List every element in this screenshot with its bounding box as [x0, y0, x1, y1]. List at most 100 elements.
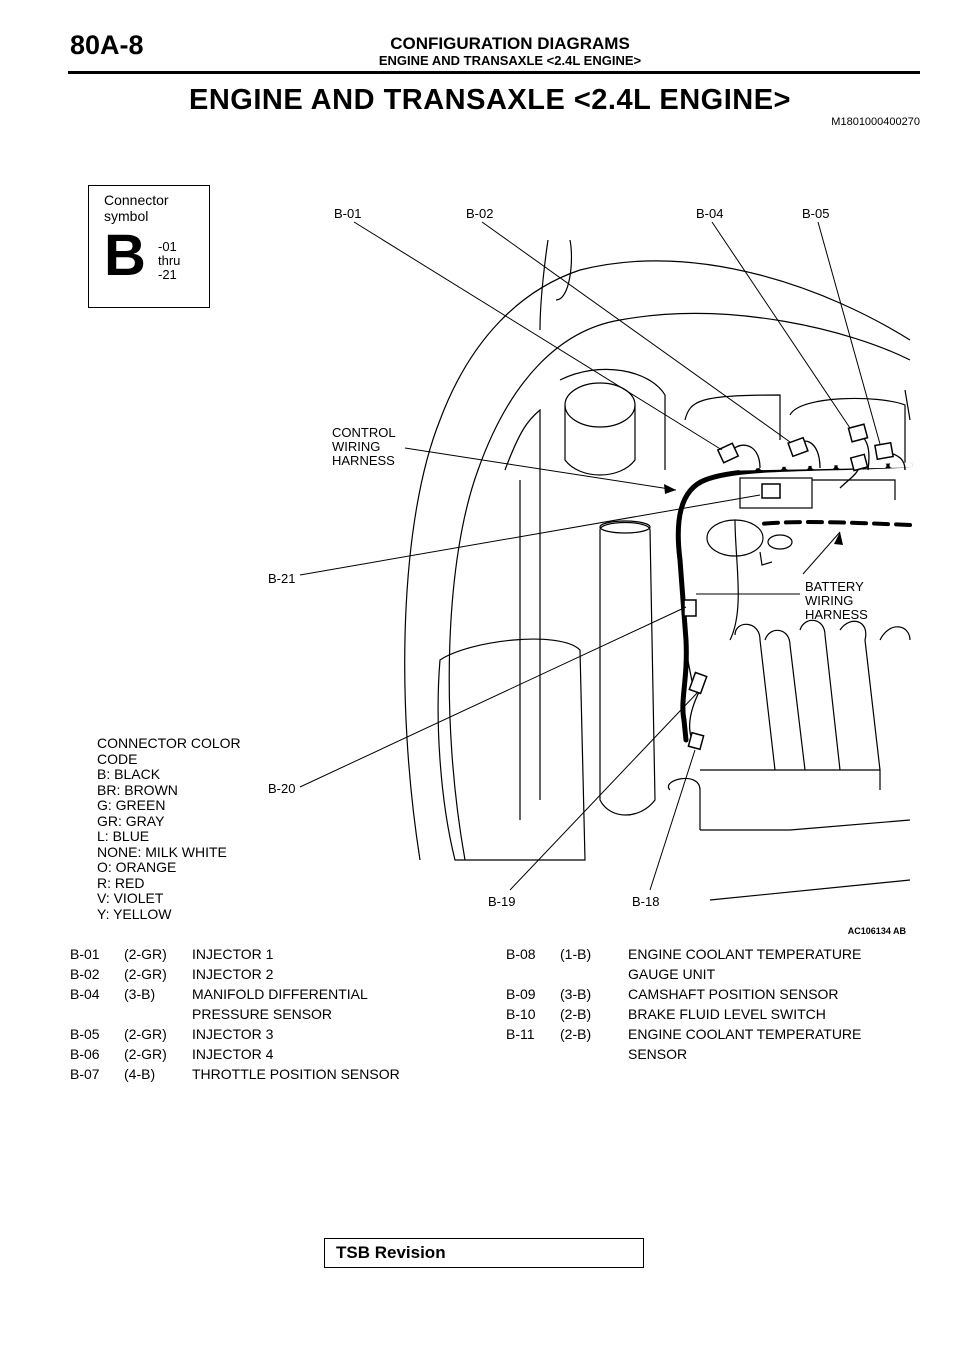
battery-wiring-harness	[758, 520, 912, 527]
connector-name: MANIFOLD DIFFERENTIAL	[192, 986, 368, 1002]
connector-name: INJECTOR 2	[192, 966, 274, 982]
control-wiring-harness	[675, 462, 913, 743]
connector-type: (2-GR)	[124, 1046, 167, 1062]
connector-id: B-01	[70, 946, 100, 962]
arrowhead-control-harness	[664, 484, 676, 494]
connector-id: B-08	[506, 946, 536, 962]
connector-id: B-06	[70, 1046, 100, 1062]
section-title: CONFIGURATION DIAGRAMS	[390, 34, 630, 53]
connector-id: B-04	[70, 986, 100, 1002]
connector-symbol-letter: B	[104, 223, 146, 288]
connector-table-left: B-01 (2-GR) INJECTOR 1 B-02 (2-GR) INJEC…	[70, 946, 470, 1086]
connector-name: PRESSURE SENSOR	[192, 1006, 333, 1022]
connector-symbol-title: Connector symbol	[104, 192, 169, 224]
connector-b06-shape	[849, 453, 869, 472]
connector-name: ENGINE COOLANT TEMPERATURE	[628, 946, 862, 962]
header-rule	[68, 71, 920, 74]
connector-symbol-range: -01 thru -21	[158, 240, 180, 282]
connector-type: (2-B)	[560, 1006, 592, 1022]
connector-name: INJECTOR 3	[192, 1026, 274, 1042]
legend-line: L: BLUE	[97, 828, 150, 844]
leader-b05	[817, 221, 881, 445]
range-line: -21	[158, 267, 177, 282]
callout-b01: B-01	[334, 206, 361, 221]
connector-name: INJECTOR 4	[192, 1046, 274, 1062]
control-harness-line-3: HARNESS	[332, 453, 395, 468]
connector-b18-shape	[687, 731, 705, 751]
legend-line: NONE: MILK WHITE	[97, 843, 227, 860]
connector-b01-shape	[716, 442, 740, 464]
callout-b04: B-04	[696, 206, 723, 221]
document-code: M1801000400270	[831, 116, 920, 128]
tsb-revision-box	[324, 1238, 644, 1268]
connector-b20-shape	[683, 599, 697, 617]
leader-control-harness	[404, 447, 677, 491]
arrowheads	[664, 484, 843, 545]
connector-name: ENGINE COOLANT TEMPERATURE	[628, 1026, 862, 1042]
connector-symbol-box	[88, 185, 210, 308]
connector-type: (2-GR)	[124, 966, 167, 982]
connector-color-legend: CONNECTOR COLOR CODE B: BLACK BR: BROWN …	[97, 735, 297, 922]
section-subtitle: ENGINE AND TRANSAXLE <2.4L ENGINE>	[378, 53, 642, 68]
battery-harness-line-2: WIRING	[805, 593, 853, 608]
connector-id: B-09	[506, 986, 536, 1002]
callout-b21: B-21	[268, 571, 295, 586]
legend-line: O: ORANGE	[97, 859, 177, 875]
main-title: ENGINE AND TRANSAXLE <2.4L ENGINE>	[189, 84, 791, 116]
connector-type: (2-B)	[560, 1026, 592, 1042]
connector-b21-shape	[761, 483, 781, 499]
control-harness-line-1: CONTROL	[332, 425, 396, 440]
battery-harness-line-1: BATTERY	[805, 579, 864, 594]
callout-b20: B-20	[268, 781, 295, 796]
leader-lines	[299, 221, 881, 891]
connector-b05-shape	[874, 441, 894, 461]
leader-b04	[711, 221, 851, 429]
connector-id: B-05	[70, 1026, 100, 1042]
legend-line: R: RED	[97, 874, 145, 891]
leader-b18	[649, 749, 696, 891]
connector-id: B-10	[506, 1006, 536, 1022]
connector-b19-shape	[688, 671, 708, 695]
figure-code: AC106134 AB	[847, 926, 906, 936]
connector-b04-shape	[847, 423, 869, 443]
leader-b01	[353, 221, 723, 451]
engine-bay-outline	[404, 239, 911, 901]
legend-line: V: VIOLET	[97, 890, 164, 906]
page-number: 80A-8	[70, 30, 144, 60]
callout-b19: B-19	[488, 894, 515, 909]
tsb-revision-label: TSB Revision	[336, 1243, 446, 1262]
connector-table-right: B-08 (1-B) ENGINE COOLANT TEMPERATURE GA…	[506, 946, 926, 1066]
leader-b02	[481, 221, 791, 443]
callout-b02: B-02	[466, 206, 493, 221]
connector-type: (4-B)	[124, 1066, 156, 1082]
connector-name: THROTTLE POSITION SENSOR	[192, 1066, 400, 1082]
connector-id: B-11	[506, 1026, 535, 1042]
legend-line: BR: BROWN	[97, 781, 178, 798]
connector-type: (2-GR)	[124, 1026, 167, 1042]
engine-bay-diagram: B-01 B-02 B-04 B-05 CONTROL WIRING HARNE…	[268, 206, 913, 909]
legend-line: G: GREEN	[97, 797, 166, 813]
control-harness-line-2: WIRING	[332, 439, 380, 454]
leader-b19	[509, 691, 699, 891]
leader-b20	[299, 606, 687, 788]
connector-name: GAUGE UNIT	[628, 966, 716, 982]
battery-harness-line-3: HARNESS	[805, 607, 868, 622]
legend-line: B: BLACK	[97, 766, 161, 782]
callout-b18: B-18	[632, 894, 659, 909]
connector-name: INJECTOR 1	[192, 946, 274, 962]
connector-type: (2-GR)	[124, 946, 167, 962]
legend-line: Y: YELLOW	[97, 905, 172, 922]
range-line: -01	[158, 239, 177, 254]
connector-type: (1-B)	[560, 946, 592, 962]
leader-b21	[299, 494, 761, 576]
legend-line: CODE	[97, 750, 138, 767]
range-line: thru	[158, 253, 181, 268]
connector-id: B-07	[70, 1066, 100, 1082]
connector-b02-shape	[787, 436, 809, 458]
callout-b05: B-05	[802, 206, 829, 221]
leader-battery-harness	[802, 531, 841, 575]
connector-id: B-02	[70, 966, 100, 982]
connector-name: CAMSHAFT POSITION SENSOR	[628, 986, 839, 1002]
arrowhead-battery-harness	[834, 532, 843, 545]
legend-line: GR: GRAY	[97, 812, 165, 829]
